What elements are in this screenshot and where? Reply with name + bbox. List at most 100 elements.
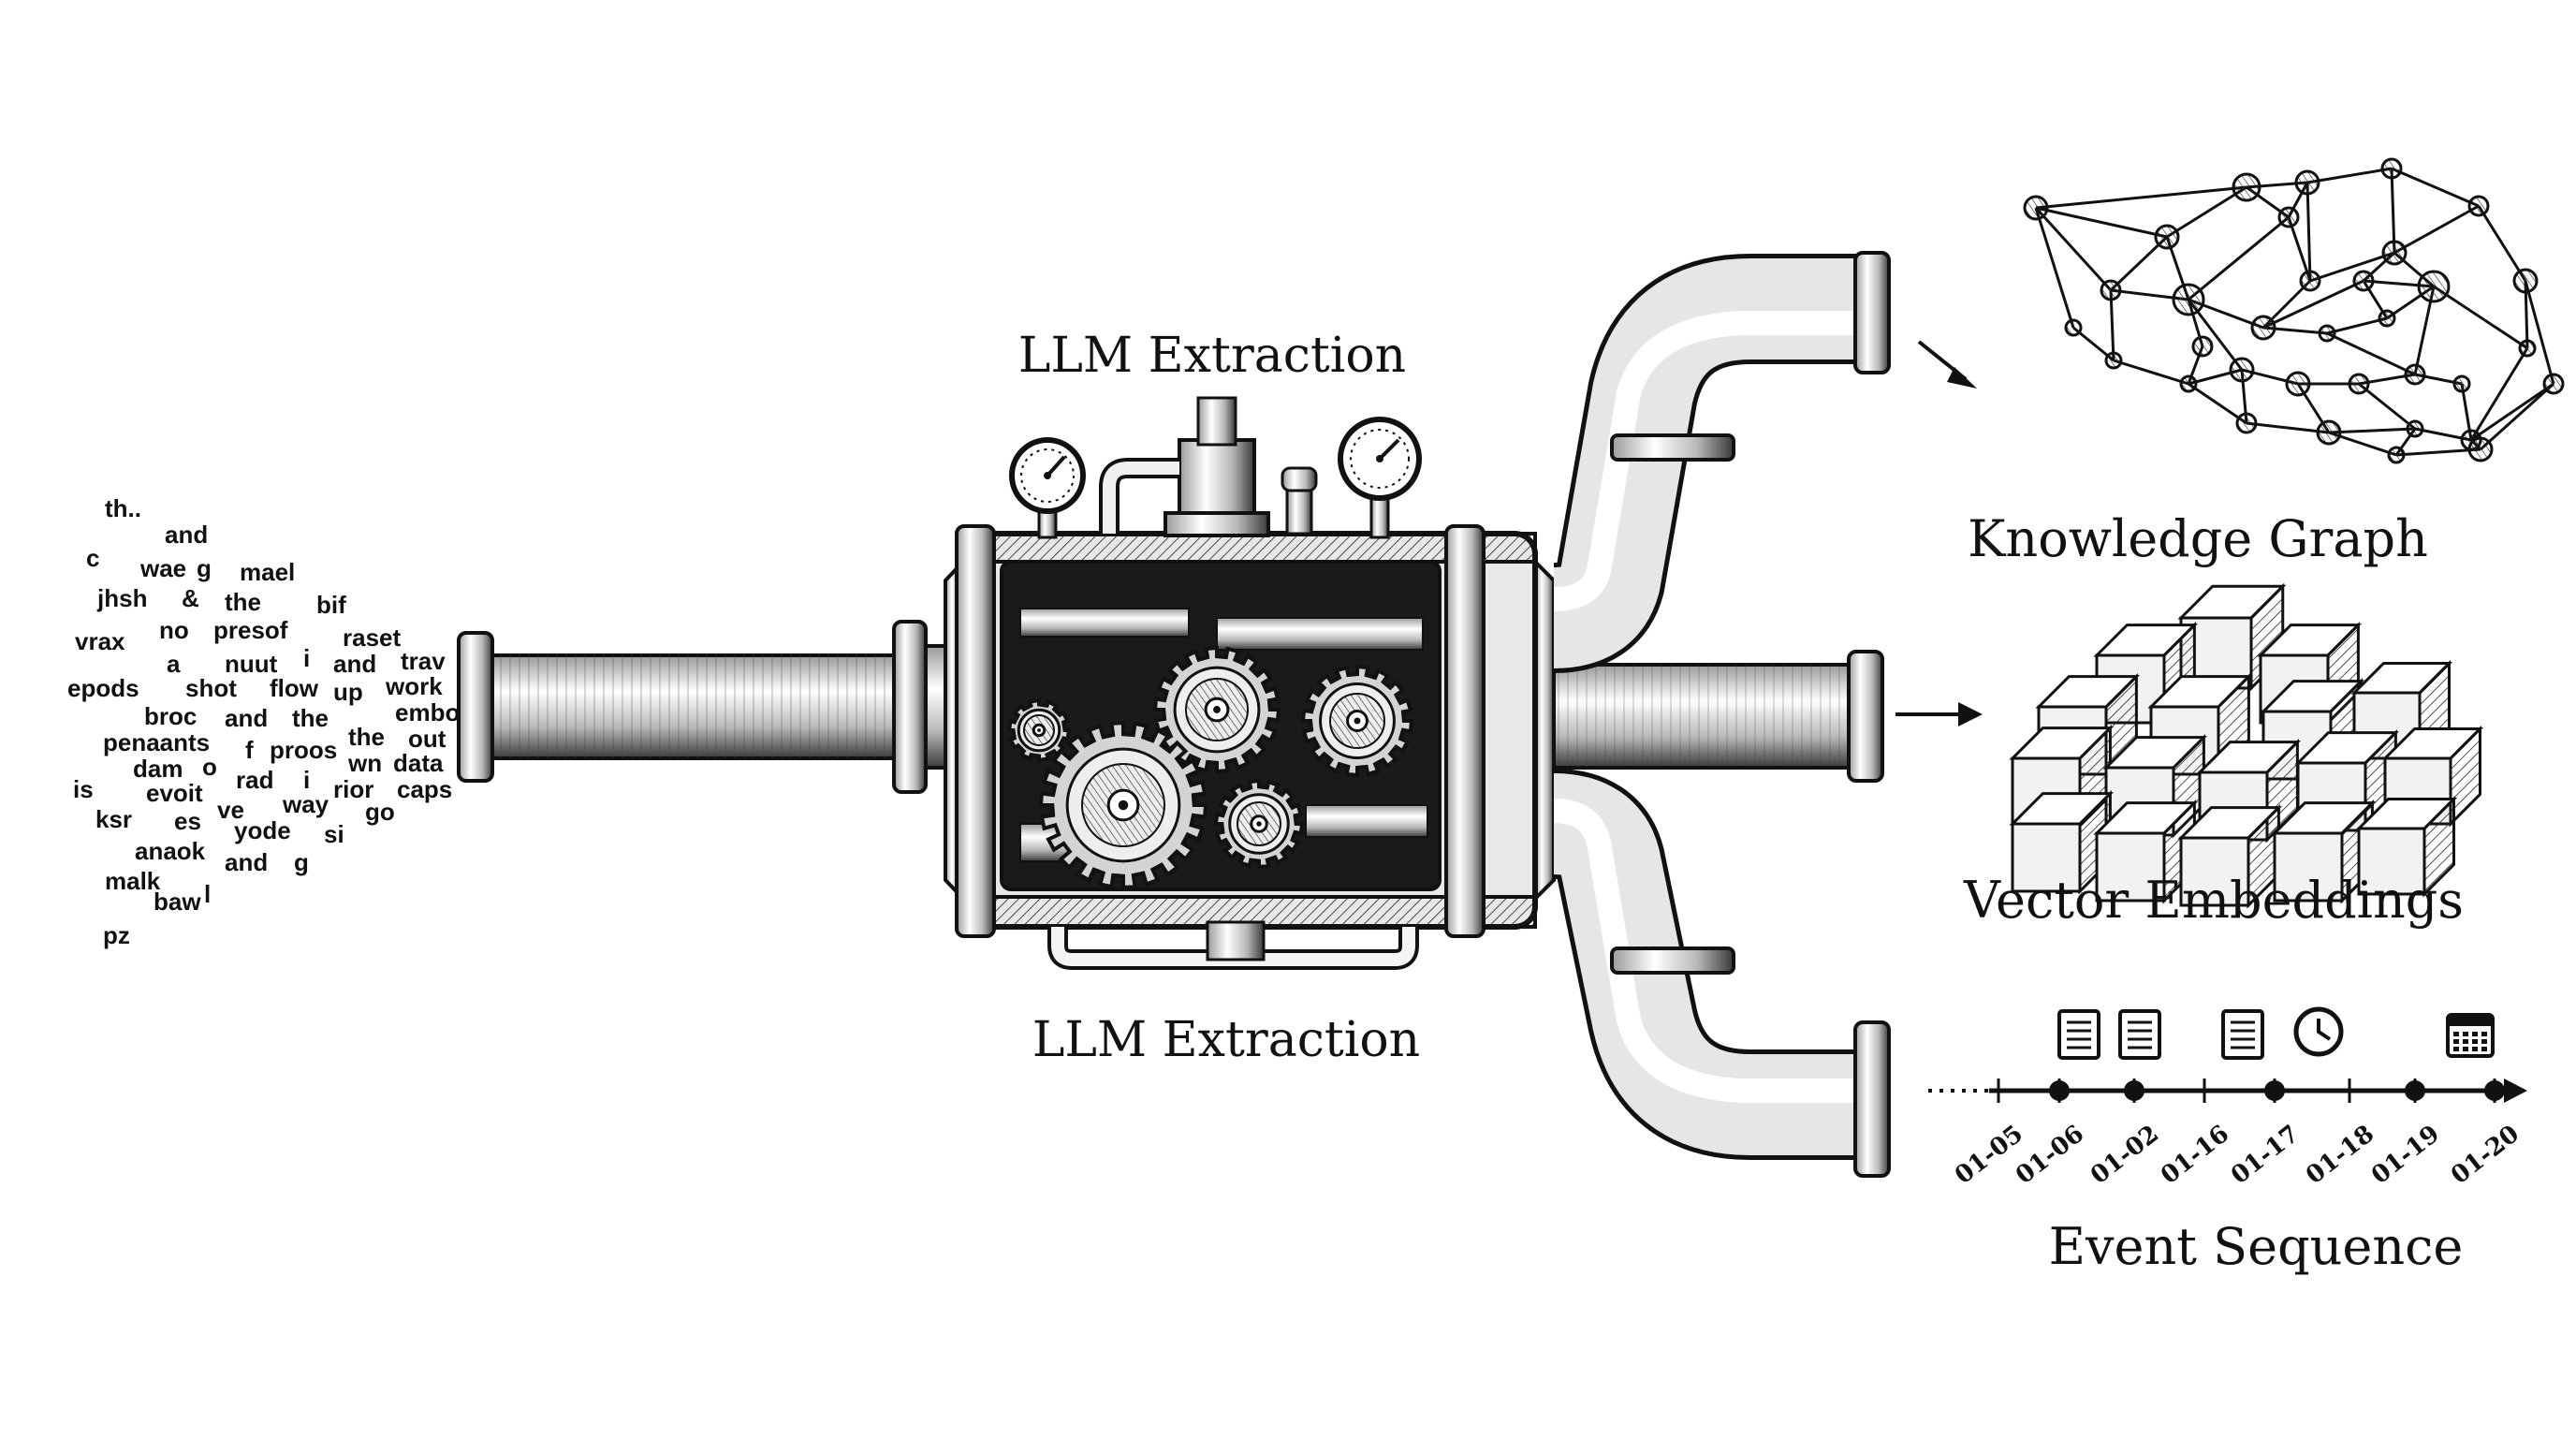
input-word: the [348,723,385,751]
clock-icon [2293,1006,2344,1057]
input-word: anaok [135,837,206,865]
graph-node [2172,283,2205,316]
graph-edge [2390,168,2396,254]
graph-node [2518,339,2537,358]
input-pipe [457,620,965,794]
input-word: go [365,798,395,826]
notepad-icon [2221,1009,2264,1060]
input-word: rior [333,775,373,803]
input-word: g [197,554,212,582]
graph-edge [2034,207,2075,329]
graph-edge [2188,382,2247,425]
graph-edge [2306,167,2393,184]
graph-node [2452,374,2471,393]
input-word: yode [234,816,291,844]
timeline-date-label: 01-18 [2301,1120,2379,1190]
pressure-gauge-icon [1338,417,1422,501]
gear-assembly [1006,645,1414,890]
label-llm-extraction-bottom: LLM Extraction [1032,1012,1420,1068]
input-word: th.. [105,494,141,522]
graph-node [2316,419,2342,446]
graph-node [2191,335,2214,358]
label-vector-embeddings: Vector Embeddings [1963,871,2464,930]
graph-node [2406,419,2424,438]
input-word: rad [236,766,273,794]
label-llm-extraction-top: LLM Extraction [1018,328,1406,384]
input-word: proos [270,736,337,764]
input-word: baw [154,888,201,916]
graph-node [2229,357,2255,383]
input-word: work [385,672,443,700]
graph-edge [2524,280,2555,385]
graph-node [2285,371,2311,397]
input-word: and [225,704,268,732]
graph-edge [2305,182,2312,282]
graph-edge [2113,359,2189,386]
input-word: nuut [225,650,278,678]
input-word: evoit [146,779,203,807]
input-word: & [182,584,199,612]
arrow-icon [1917,340,1977,389]
graph-edge [2246,421,2330,434]
graph-edge [2309,251,2395,283]
input-word: g [294,848,309,876]
graph-edge [2166,185,2247,239]
graph-node [2064,318,2083,337]
gear-icon [1152,645,1281,774]
timeline-date-label: 01-06 [2011,1120,2089,1190]
gear-icon [1213,778,1305,870]
graph-edge [2393,204,2480,255]
gear-icon [1300,664,1414,778]
input-word: dam [133,755,183,783]
graph-edge [2188,215,2290,301]
timeline-event-dot [2124,1080,2144,1101]
input-word: data [393,749,444,777]
graph-edge [2395,448,2481,457]
input-word: and [165,521,208,549]
graph-edge [2479,382,2555,451]
input-word: no [159,616,189,644]
input-word: a [167,650,181,678]
graph-node [2235,412,2258,434]
input-word: mael [240,558,295,586]
graph-edge [2477,205,2527,282]
graph-node [2023,195,2049,221]
input-word: vrax [75,627,125,655]
graph-edge [2034,206,2113,292]
graph-node [2299,270,2321,292]
graph-node [2378,309,2396,328]
graph-node [2352,270,2375,292]
graph-edge [2328,427,2416,434]
timeline-event-dot [2264,1080,2285,1101]
graph-node [2104,351,2123,370]
timeline-date-label: 01-05 [1950,1120,2028,1190]
graph-node [2348,373,2370,395]
input-word: is [73,775,94,803]
input-word: and [225,848,268,876]
timeline-date-label: 01-17 [2226,1120,2305,1190]
graph-node [2381,240,2408,266]
embedding-cube-icon [2177,803,2283,909]
input-word: and [333,650,376,678]
input-word: c [86,544,99,572]
input-word: presof [213,616,288,644]
graph-node [2404,363,2426,386]
input-word: shot [185,674,237,702]
graph-edge [2358,382,2416,431]
llm-extraction-machine [944,396,1556,970]
graph-node [2232,172,2261,202]
graph-edge [2469,347,2529,441]
timeline-date-label: 01-16 [2156,1120,2234,1190]
graph-node [2154,224,2180,250]
input-word: flow [270,674,319,702]
input-word: ve [217,796,244,824]
input-word: raset [343,624,401,652]
input-word: penaants [103,728,210,756]
graph-node [2250,315,2276,341]
graph-edge [2287,216,2312,282]
input-word: si [324,820,344,848]
graph-edge [2326,331,2416,376]
document-icon [2057,1009,2100,1060]
embedding-cube-icon [2355,795,2458,898]
